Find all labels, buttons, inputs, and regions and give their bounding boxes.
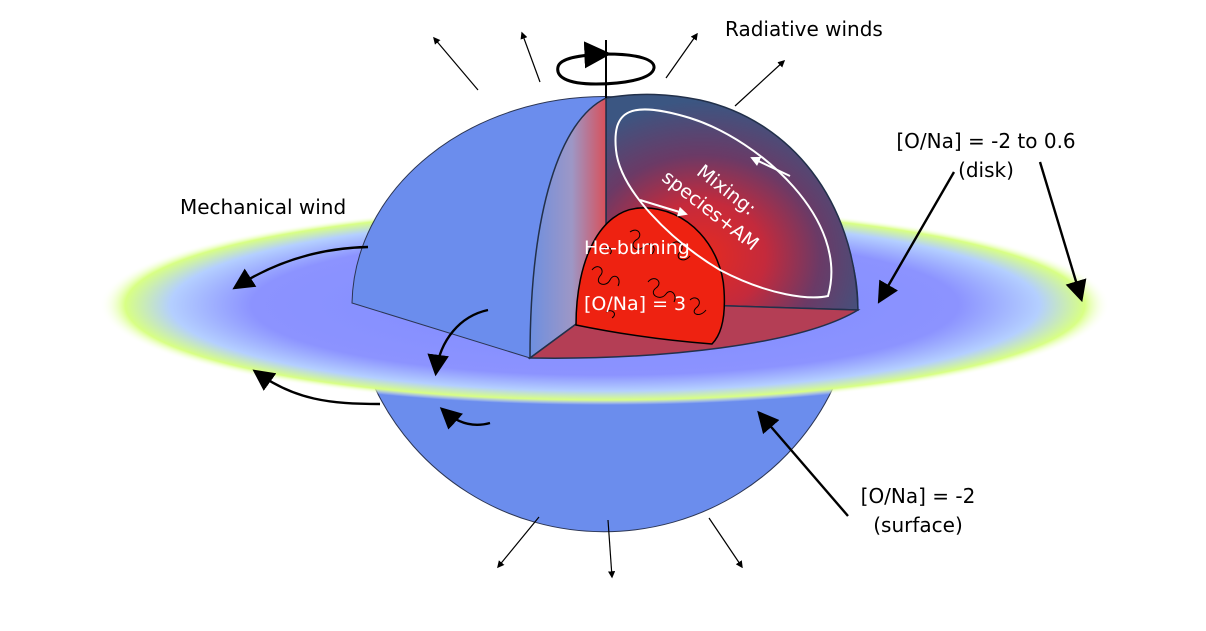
wind-arrow — [520, 31, 541, 83]
disk-pointer-left — [877, 171, 956, 304]
core-ratio-label: [O/Na] = 3 — [584, 293, 686, 315]
mixing-arrow-lower — [639, 199, 688, 217]
surface-ratio-label: [O/Na] = -2 — [861, 484, 976, 508]
rotation-arrow — [556, 41, 656, 86]
disk-pointer-right — [1038, 161, 1087, 303]
disk-label: (disk) — [958, 158, 1014, 182]
mechanical-arrow-lower — [252, 369, 381, 406]
mechanical-arrow-upper — [232, 245, 369, 290]
mechanical-arrow-small — [439, 407, 491, 430]
core-title-label: He-burning — [584, 237, 690, 259]
annotation-pointers — [757, 161, 1087, 517]
wind-arrow — [708, 517, 743, 569]
convection-squiggles — [591, 229, 707, 319]
wind-arrow — [433, 36, 479, 91]
wind-arrow — [497, 516, 540, 569]
radiative-winds-label: Radiative winds — [725, 17, 883, 41]
mechanical-wind-arrows — [232, 245, 491, 430]
mixing-arrow-upper — [750, 156, 791, 177]
disk-ratio-label: [O/Na] = -2 to 0.6 — [896, 129, 1075, 153]
wind-arrow — [734, 60, 786, 107]
mixing-loop — [614, 108, 833, 299]
surface-pointer — [757, 410, 849, 517]
wind-arrow — [607, 519, 616, 579]
radiative-wind-arrows — [433, 31, 786, 579]
mechanical-wind-label: Mechanical wind — [180, 195, 346, 219]
surface-label: (surface) — [873, 513, 963, 537]
wind-arrow — [665, 32, 698, 79]
mechanical-arrow-inner — [427, 308, 489, 377]
